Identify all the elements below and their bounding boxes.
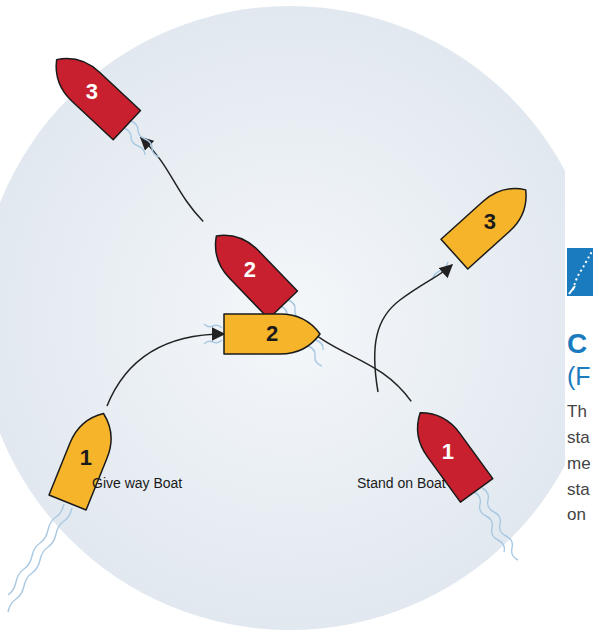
wake-line bbox=[482, 488, 518, 560]
boat: 1 bbox=[49, 406, 122, 510]
boat-number: 1 bbox=[49, 446, 122, 470]
section-subheading: (F bbox=[567, 362, 591, 391]
body-text: sta bbox=[567, 480, 590, 500]
boat-number: 2 bbox=[202, 258, 297, 282]
boat-shape bbox=[43, 45, 140, 140]
course-arrow bbox=[141, 137, 204, 221]
boat-role-label: Give way Boat bbox=[92, 475, 182, 491]
wake-line bbox=[8, 508, 72, 612]
wake-line bbox=[8, 504, 64, 595]
wake-line bbox=[124, 128, 145, 155]
wake-line bbox=[131, 121, 159, 157]
section-heading: C bbox=[567, 328, 587, 360]
boat: 3 bbox=[43, 45, 140, 140]
icon-dotted-course bbox=[573, 252, 592, 290]
course-arrow bbox=[107, 334, 224, 406]
boat-number: 3 bbox=[43, 80, 140, 104]
icon-stroke bbox=[569, 286, 575, 294]
water-circle bbox=[0, 6, 593, 630]
body-text: Th bbox=[567, 402, 587, 422]
body-text: sta bbox=[567, 428, 590, 448]
boat-number: 3 bbox=[441, 210, 539, 234]
boat-number: 1 bbox=[404, 440, 493, 464]
body-text: me bbox=[567, 454, 591, 474]
wake-line bbox=[204, 340, 222, 344]
course-change-arrow bbox=[375, 265, 452, 392]
boat: 2 bbox=[202, 222, 297, 319]
boat-shape bbox=[224, 314, 320, 354]
boat-role-label: Stand on Boat bbox=[357, 475, 446, 491]
boat: 3 bbox=[441, 175, 539, 269]
boat-number: 2 bbox=[224, 322, 320, 346]
boat-shape bbox=[49, 406, 122, 510]
wake-line bbox=[204, 324, 222, 328]
boat-shape bbox=[202, 222, 297, 319]
body-text: on bbox=[567, 505, 586, 525]
chart-icon bbox=[567, 248, 593, 296]
boat-shape bbox=[441, 175, 539, 269]
wakes bbox=[8, 121, 518, 612]
text-panel bbox=[565, 0, 593, 636]
boat: 2 bbox=[224, 314, 320, 354]
